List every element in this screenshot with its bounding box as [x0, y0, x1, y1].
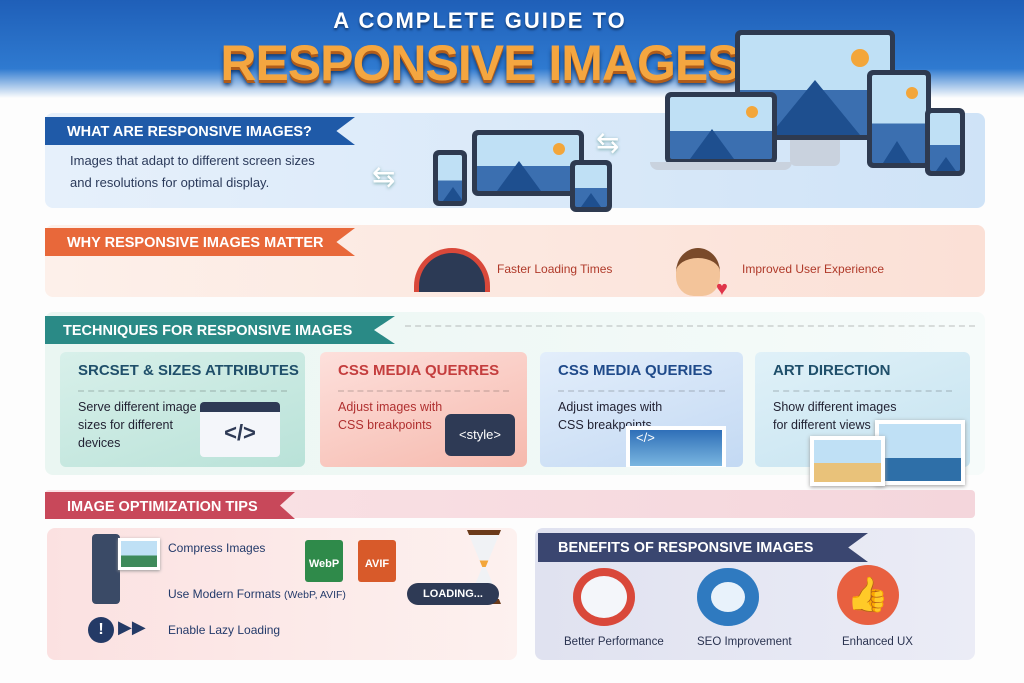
laptop-icon [665, 92, 777, 164]
landscape-photo-icon [810, 436, 885, 486]
landscape-photo-icon [875, 420, 965, 485]
arrows-icon: ⇆ [596, 127, 620, 158]
lazy-loading-icon: ! [88, 617, 114, 643]
why-heading: WHY RESPONSIVE IMAGES MATTER [45, 228, 355, 256]
monitor-stand [790, 140, 840, 166]
card-title: SRCSET & SIZES ATTRIBUTES [78, 362, 299, 379]
tips-heading: IMAGE OPTIMIZATION TIPS [45, 492, 295, 519]
subtitle: A COMPLETE GUIDE TO [333, 8, 627, 33]
tip-modern-formats: Use Modern Formats (WebP, AVIF) [168, 587, 346, 601]
image-icon [118, 538, 160, 570]
card-title: CSS MEDIA QUERIES [558, 362, 713, 379]
tip-lazy-loading: Enable Lazy Loading [168, 623, 281, 637]
page-title: RESPONSIVE IMAGES [220, 35, 740, 91]
arrows-icon: ⇆ [372, 161, 396, 192]
benefit-enhanced-ux: Enhanced UX [842, 636, 913, 648]
clamp-icon [92, 534, 120, 604]
what-heading: WHAT ARE RESPONSIVE IMAGES? [45, 117, 355, 145]
fast-forward-icon: ▶▶ [118, 617, 146, 637]
thumbs-up-icon: 👍 [837, 565, 899, 625]
user-heart-icon [676, 248, 720, 296]
divider [405, 325, 975, 327]
laptop-icon [472, 130, 584, 196]
tablet-icon [570, 160, 612, 212]
phone-icon [433, 150, 467, 206]
loading-badge: LOADING... [407, 583, 499, 605]
benefits-heading: BENEFITS OF RESPONSIVE IMAGES [538, 533, 868, 562]
heart-icon: ♥ [716, 278, 728, 300]
why-item-user-experience: Improved User Experience [742, 262, 885, 276]
avif-file-icon: AVIF [358, 540, 396, 582]
tip-compress-images: Compress Images [168, 541, 266, 555]
phone-icon [925, 108, 965, 176]
what-line-1: Images that adapt to different screen si… [70, 153, 315, 168]
card-title: ART DIRECTION [773, 362, 891, 379]
code-window-icon: </> [200, 402, 280, 457]
benefit-seo-improvement: SEO Improvement [697, 636, 792, 648]
laptop-base [650, 162, 792, 170]
what-line-2: and resolutions for optimal display. [70, 175, 270, 190]
tablet-icon [867, 70, 931, 168]
why-item-faster-loading: Faster Loading Times [497, 262, 613, 276]
style-tag-icon: <style> [445, 414, 515, 456]
benefit-better-performance: Better Performance [564, 636, 664, 648]
performance-gauge-icon [573, 568, 635, 626]
seo-magnifier-icon [697, 568, 759, 626]
technique-card-srcset: SRCSET & SIZES ATTRIBUTES Serve differen… [60, 352, 305, 467]
image-code-icon: </> [626, 426, 726, 467]
webp-file-icon: WebP [305, 540, 343, 582]
speedometer-icon [414, 248, 490, 292]
card-title: CSS MEDIA QUERRES [338, 362, 500, 379]
techniques-heading: TECHNIQUES FOR RESPONSIVE IMAGES [45, 316, 395, 344]
what-description: Images that adapt to different screen si… [70, 150, 315, 194]
